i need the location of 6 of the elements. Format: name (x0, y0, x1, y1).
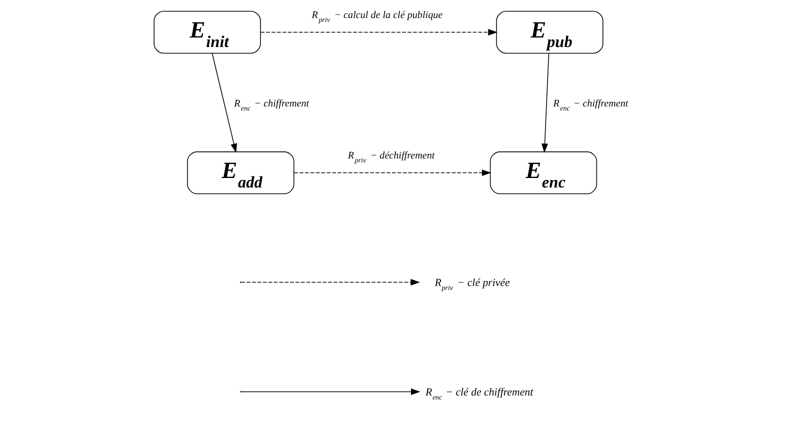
edge-label: R$_{enc}$ − chiffrement (234, 98, 310, 113)
legend-label: R$_{priv}$ − clé privée (434, 277, 510, 292)
edge-label: R$_{priv}$ − déchiffrement (348, 150, 435, 165)
edge-label: R$_{enc}$ − chiffrement (553, 98, 628, 113)
edge-label: R$_{priv}$ − calcul de la clé publique (312, 10, 443, 24)
legend-label: R$_{enc}$ − clé de chiffrement (425, 386, 534, 402)
